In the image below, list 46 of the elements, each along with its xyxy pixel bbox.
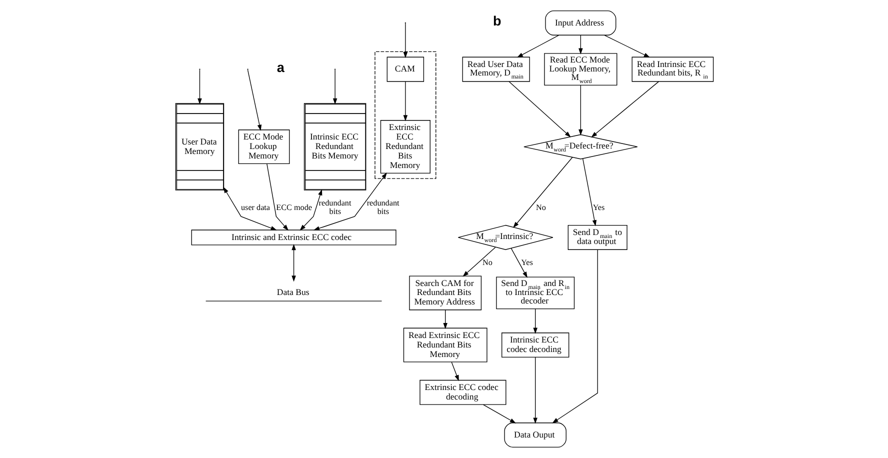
arrow xyxy=(590,81,659,138)
node-box: Intrinsic and Extrinsic ECC codec xyxy=(190,230,396,246)
node-box: Read Intrinsic ECC Redundant bits, R$_{in}$ xyxy=(631,56,714,82)
node-box: Input Address xyxy=(544,10,616,36)
arrow xyxy=(402,23,408,58)
node-box: Read Extrinsic ECC Redundant Bits Memory xyxy=(402,328,487,362)
arrow xyxy=(482,404,516,424)
arrow xyxy=(512,157,572,228)
arrow xyxy=(532,308,537,334)
node-box: Extrinsic ECC Redundant Bits Memory xyxy=(380,120,430,174)
arrow xyxy=(332,70,337,104)
node-box: ECC Mode Lookup Memory xyxy=(238,130,290,164)
arrow xyxy=(312,172,386,230)
node-box: CAM xyxy=(386,56,424,82)
node-diamond: M$_{word}$=Defect-free? xyxy=(523,134,638,160)
arrow xyxy=(552,250,598,424)
arrow xyxy=(532,356,537,424)
arrow xyxy=(266,163,288,231)
node-box: Read ECC Mode Lookup Memory, M$_{word}$ xyxy=(544,53,617,86)
arrow xyxy=(510,248,527,278)
node-box: Data Ouput xyxy=(504,422,566,448)
node-box: Send D$_{main}$ and R$_{in}$ to Intrinsic ECC decoder xyxy=(496,276,574,310)
node-box: Send D$_{main}$ to data output xyxy=(567,224,627,250)
node-text: Data Bus xyxy=(276,287,309,298)
arrow xyxy=(516,34,559,58)
node-box: Extrinsic ECC codec decoding xyxy=(419,380,506,405)
node-box: Intrinsic ECC codec decoding xyxy=(501,332,569,358)
arrow xyxy=(450,362,458,382)
arrow xyxy=(604,34,650,58)
label: a xyxy=(276,60,284,76)
node-diamond: M$_{word}$=Intrinsic? xyxy=(457,224,553,250)
arrow xyxy=(402,81,408,122)
arrow xyxy=(299,189,322,231)
arrow xyxy=(197,70,202,104)
node-box: Read User Data Memory, D$_{main}$ xyxy=(462,56,530,82)
arrow xyxy=(578,85,582,136)
arrow xyxy=(291,244,296,282)
arrow xyxy=(582,158,596,226)
label: b xyxy=(492,14,501,29)
arrow xyxy=(222,186,276,230)
node-box: Search CAM for Redundant Bits Memory Address xyxy=(408,276,482,310)
arrow xyxy=(508,81,570,138)
arrow xyxy=(462,246,496,277)
arrow xyxy=(578,34,582,54)
arrow xyxy=(246,70,262,131)
arrow xyxy=(442,310,447,330)
